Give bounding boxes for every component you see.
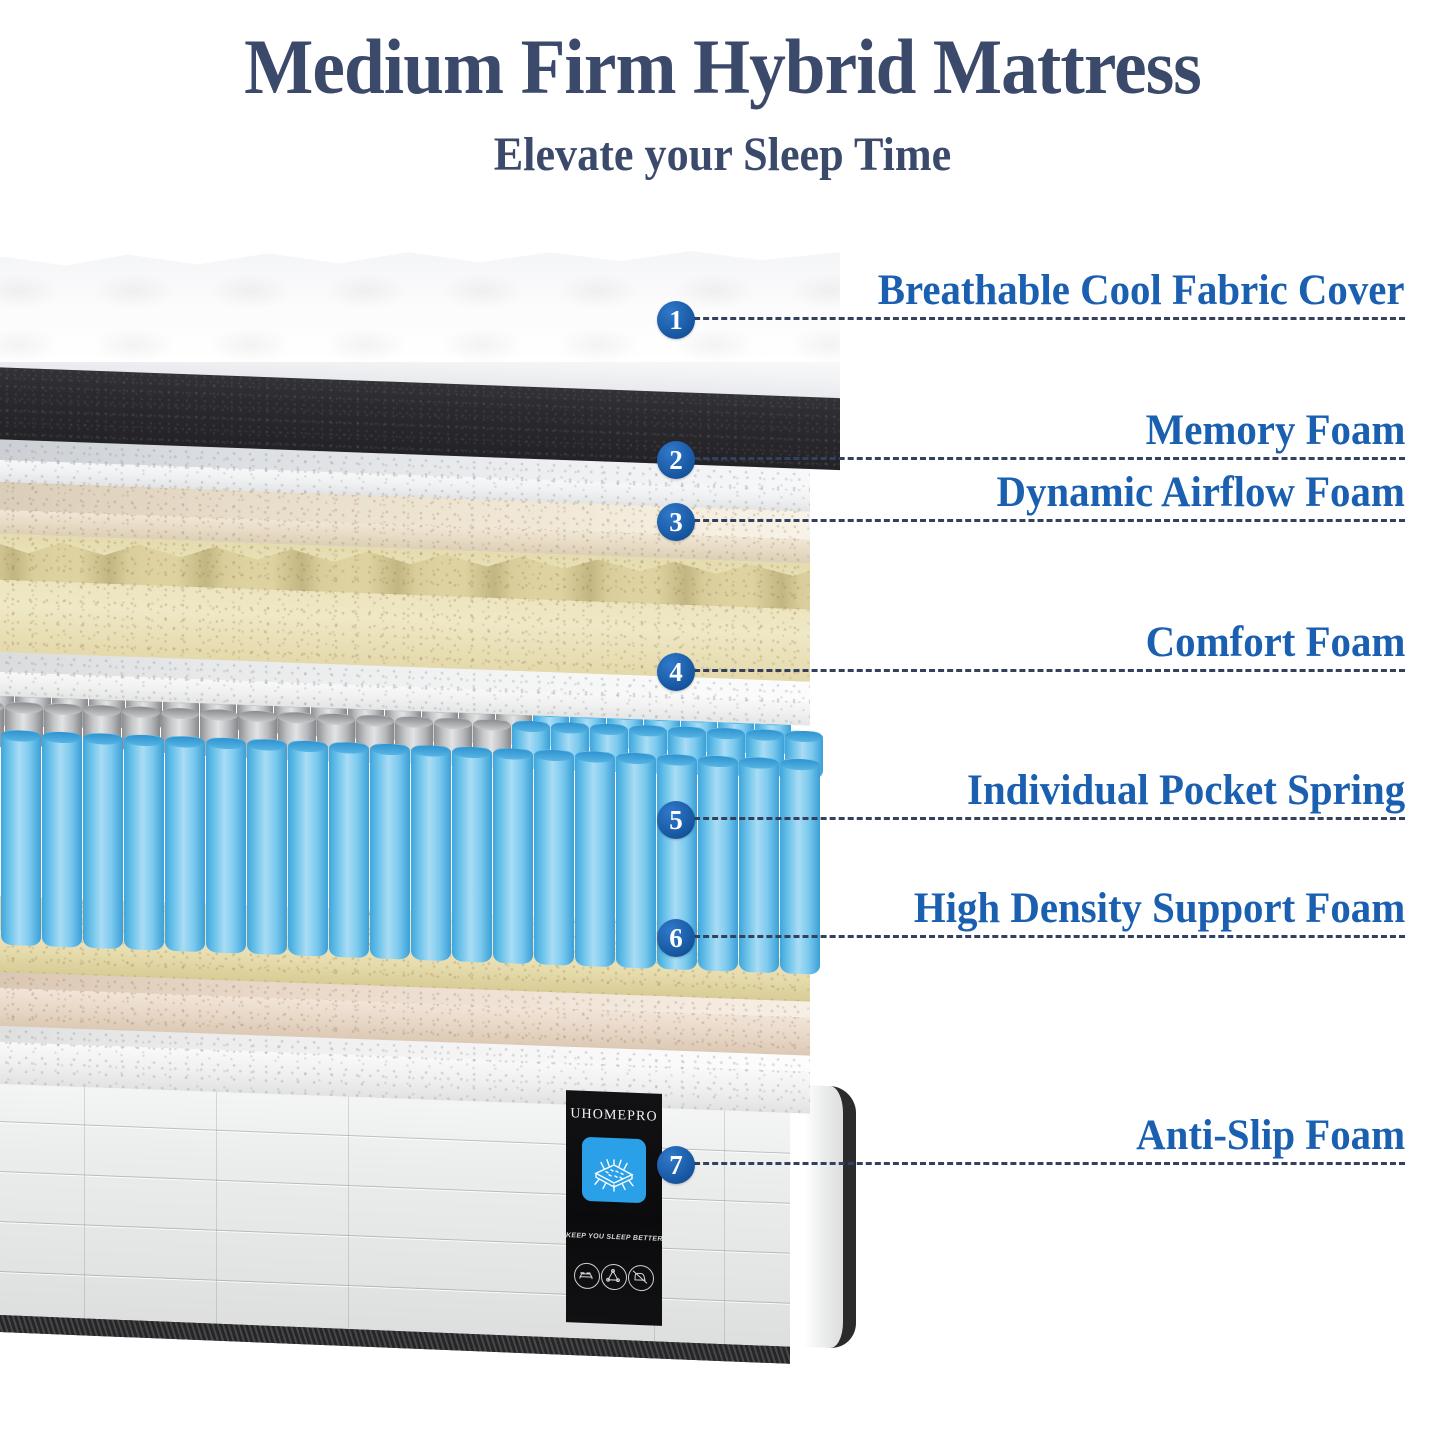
callout-badge-3: 3 — [657, 503, 695, 541]
callout-label-5: Individual Pocket Spring — [966, 767, 1405, 814]
coil-front — [1, 729, 41, 947]
no-iron-icon — [628, 1264, 654, 1292]
coil-cap — [200, 708, 238, 722]
coil-cap — [668, 726, 706, 739]
coil-cap — [512, 720, 550, 733]
coil-cap — [473, 718, 511, 732]
callout-label-3: Dynamic Airflow Foam — [996, 469, 1405, 516]
coil-cap — [0, 700, 4, 713]
callout-3: Dynamic Airflow Foam 3 — [657, 442, 1405, 541]
brand-slogan: KEEP YOU SLEEP BETTER — [566, 1232, 662, 1243]
coil-front — [575, 750, 615, 968]
callout-5: Individual Pocket Spring 5 — [657, 740, 1405, 839]
coil-front — [165, 735, 205, 953]
callout-4: Comfort Foam 4 — [657, 592, 1405, 691]
coil-cap — [329, 741, 369, 755]
coil-cap — [411, 744, 451, 758]
callout-line-5 — [676, 817, 1405, 820]
coil-cap — [534, 749, 574, 762]
callout-label-6: High Density Support Foam — [913, 885, 1405, 932]
coil-front — [411, 744, 451, 962]
care-icon-row — [574, 1262, 654, 1292]
coil-cap — [288, 740, 328, 753]
coil-cap — [370, 743, 410, 756]
callout-6: High Density Support Foam 6 — [657, 858, 1405, 957]
callout-line-3 — [676, 519, 1405, 522]
callout-badge-4: 4 — [657, 653, 695, 691]
coil-cap — [83, 704, 121, 717]
coil-front — [534, 749, 574, 966]
callout-7: Anti-Slip Foam 7 — [657, 1085, 1405, 1184]
coil-cap — [5, 701, 43, 715]
callout-label-7: Anti-Slip Foam — [1136, 1112, 1405, 1159]
coil-front — [288, 740, 328, 957]
callout-label-1: Breathable Cool Fabric Cover — [878, 267, 1405, 314]
callout-line-4 — [676, 669, 1405, 672]
callout-badge-7: 7 — [657, 1146, 695, 1184]
coil-cap — [161, 707, 199, 720]
base-side-panel — [0, 1077, 790, 1361]
coil-front — [370, 743, 410, 960]
coil-cap — [1, 729, 41, 743]
callout-label-4: Comfort Foam — [1145, 619, 1405, 666]
coil-cap — [395, 716, 433, 729]
coil-cap — [44, 703, 82, 716]
callout-line-2 — [676, 457, 1405, 460]
coil-cap — [278, 711, 316, 725]
layer-breathable-cool-fabric-cover — [0, 251, 840, 362]
callout-1: Breathable Cool Fabric Cover 1 — [657, 240, 1405, 339]
callout-line-1 — [676, 317, 1405, 320]
coil-cap — [629, 724, 667, 737]
coil-cap — [206, 737, 246, 750]
coil-cap — [590, 723, 628, 736]
coil-cap — [356, 714, 394, 727]
coil-front — [329, 741, 369, 959]
callout-badge-2: 2 — [657, 441, 695, 479]
coil-front — [42, 731, 82, 948]
brand-tag: UHOMEPRO KEEP YOU SLEEP BETTER — [566, 1090, 662, 1326]
triangle-support-icon — [601, 1263, 627, 1291]
coil-cap — [122, 705, 160, 719]
coil-cap — [317, 713, 355, 726]
coil-front — [616, 752, 656, 969]
coil-cap — [434, 717, 472, 730]
mattress-airflow-icon — [582, 1136, 646, 1204]
callout-line-7 — [676, 1162, 1405, 1165]
callout-label-2: Memory Foam — [1145, 407, 1405, 454]
coil-front — [452, 746, 492, 963]
coil-front — [206, 737, 246, 954]
callout-line-6 — [676, 935, 1405, 938]
callout-2: Memory Foam 2 — [657, 380, 1405, 479]
page-title: Medium Firm Hybrid Mattress — [244, 23, 1202, 110]
coil-cap — [452, 746, 492, 759]
coil-front — [124, 734, 164, 951]
coil-front — [493, 747, 533, 965]
coil-cap — [616, 752, 656, 765]
callout-badge-6: 6 — [657, 919, 695, 957]
coil-cap — [239, 710, 277, 723]
callout-badge-5: 5 — [657, 801, 695, 839]
brand-name: UHOMEPRO — [570, 1106, 658, 1125]
coil-cap — [247, 738, 287, 752]
coil-cap — [124, 734, 164, 747]
bed-icon — [574, 1262, 600, 1290]
coil-cap — [165, 735, 205, 749]
coil-front — [247, 738, 287, 956]
page-subtitle: Elevate your Sleep Time — [493, 128, 952, 181]
coil-front — [83, 732, 123, 950]
coil-cap — [707, 727, 745, 740]
coil-cap — [42, 731, 82, 744]
callout-badge-1: 1 — [657, 301, 695, 339]
coil-cap — [575, 750, 615, 764]
coil-cap — [551, 721, 589, 735]
coil-cap — [493, 747, 533, 761]
coil-cap — [83, 732, 123, 746]
